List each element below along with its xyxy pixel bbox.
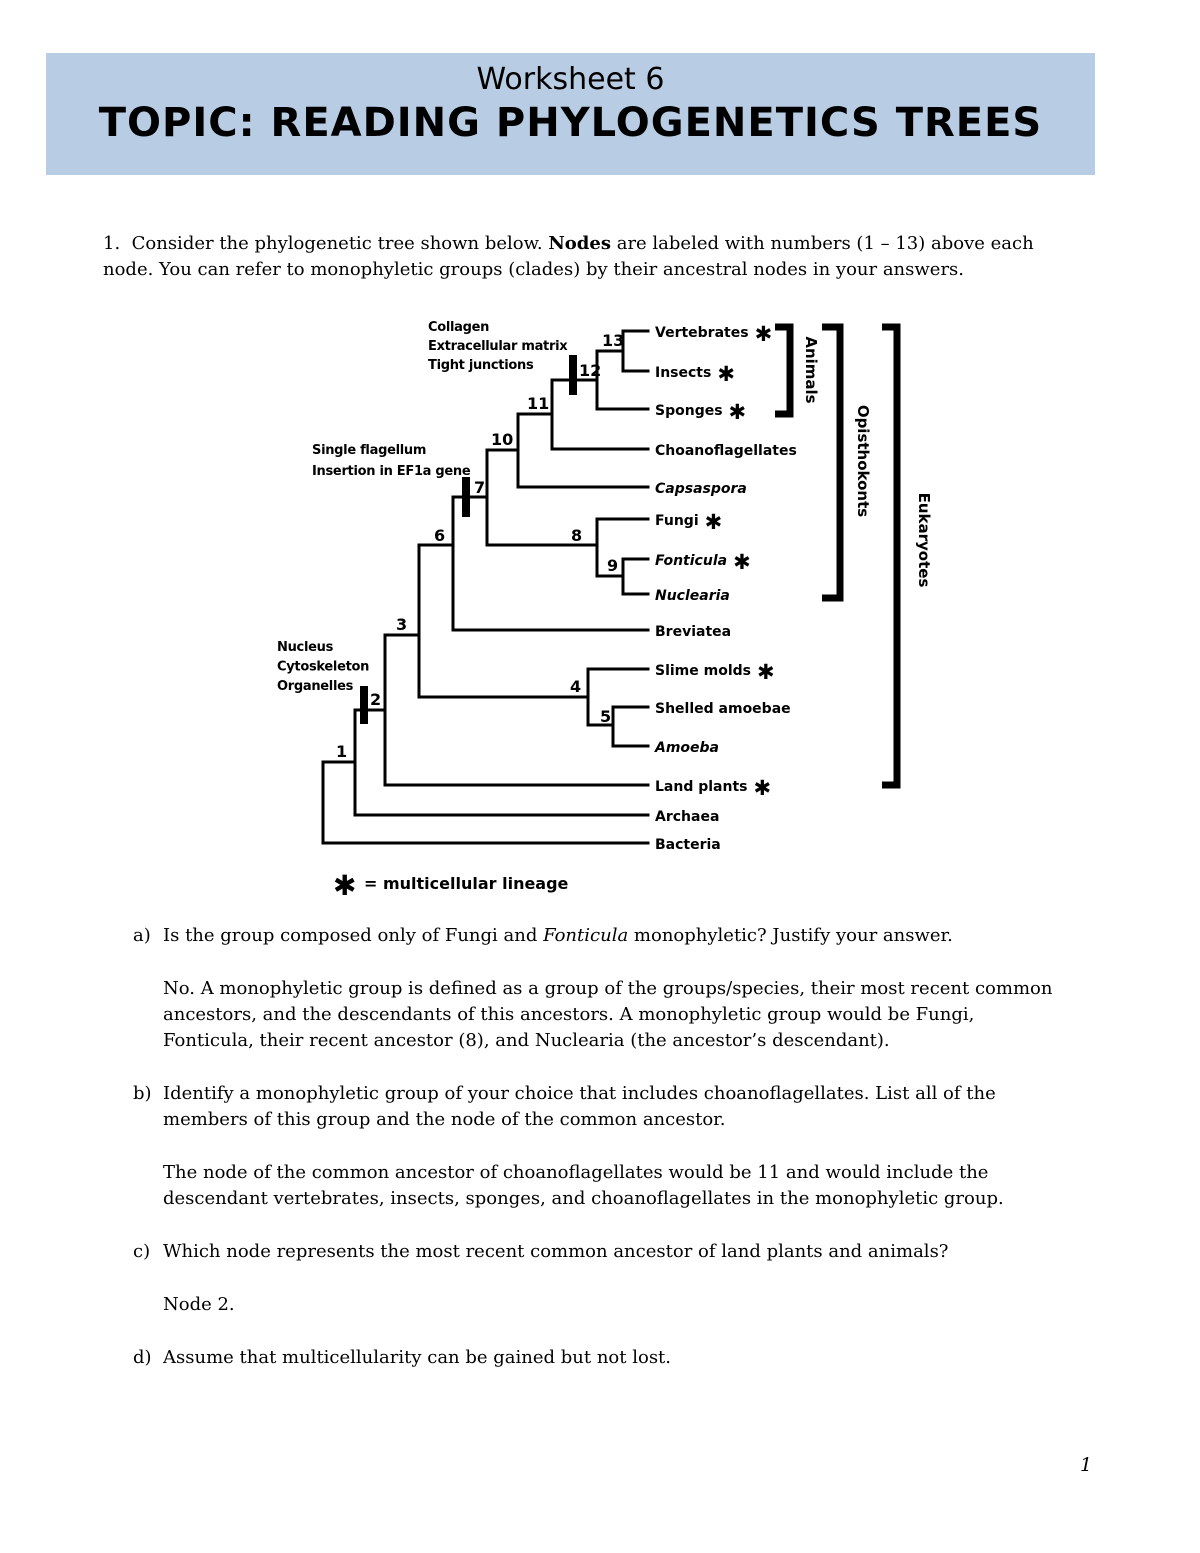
text-run: ancestors, and the descendants of this a… xyxy=(163,1004,975,1025)
trait-label-collagen: Tight junctions xyxy=(428,358,534,373)
text-run: monophyletic? Justify your answer. xyxy=(628,925,953,946)
taxon-label-sponges: Sponges✱ xyxy=(655,400,746,424)
trait-label-nucleus: Cytoskeleton xyxy=(277,660,369,675)
text-run: Nodes xyxy=(548,233,611,254)
node-label-6: 6 xyxy=(434,526,445,545)
trait-label-nucleus: Organelles xyxy=(277,679,354,694)
clade-label-eukaryotes: Eukaryotes xyxy=(915,493,933,588)
multicellular-star-icon: ✱ xyxy=(755,322,773,346)
trait-label-nucleus: Nucleus xyxy=(277,640,334,655)
answer-indent xyxy=(133,976,163,1054)
node-label-5: 5 xyxy=(600,707,611,726)
answer-b: The node of the common ancestor of choan… xyxy=(133,1160,1143,1212)
text-run: Identify a monophyletic group of your ch… xyxy=(163,1083,996,1104)
question-a: a) Is the group composed only of Fungi an… xyxy=(133,923,1143,949)
node-label-4: 4 xyxy=(570,677,581,696)
header-banner: Worksheet 6 TOPIC: READING PHYLOGENETICS… xyxy=(46,53,1095,175)
text-run: node. You can refer to monophyletic grou… xyxy=(103,259,965,280)
taxon-label-land-plants: Land plants✱ xyxy=(655,776,771,800)
node-label-1: 1 xyxy=(336,742,347,761)
question-text-c: Which node represents the most recent co… xyxy=(163,1239,1143,1265)
taxon-label-shelled-amoebae: Shelled amoebae xyxy=(655,701,791,717)
multicellular-star-icon: ✱ xyxy=(754,776,772,800)
bar-node-2-trait-bar-icon xyxy=(360,686,368,724)
text-run: Node 2. xyxy=(163,1294,235,1315)
question-text-a: Is the group composed only of Fungi and … xyxy=(163,923,1143,949)
taxon-label-bacteria: Bacteria xyxy=(655,837,721,853)
legend-text: = multicellular lineage xyxy=(364,874,569,893)
clade-bracket-opisthokonts xyxy=(822,323,844,602)
question-letter-a: a) xyxy=(133,925,151,946)
text-run: Fonticula, their recent ancestor (8), an… xyxy=(163,1030,890,1051)
answer-c: Node 2. xyxy=(133,1292,1143,1318)
node-label-11: 11 xyxy=(527,394,549,413)
text-run: 1. Consider the phylogenetic tree shown … xyxy=(103,233,549,254)
question-1-intro: 1. Consider the phylogenetic tree shown … xyxy=(103,231,1088,283)
taxon-label-nuclearia: Nuclearia xyxy=(655,588,730,604)
taxon-label-fonticula: Fonticula✱ xyxy=(655,550,751,574)
multicellular-star-icon: ✱ xyxy=(705,510,723,534)
multicellular-star-icon: ✱ xyxy=(717,362,735,386)
questions-list: a) Is the group composed only of Fungi an… xyxy=(133,923,1143,1398)
taxon-label-slime-molds: Slime molds✱ xyxy=(655,660,775,684)
text-run: members of this group and the node of th… xyxy=(163,1109,726,1130)
taxon-label-insects: Insects✱ xyxy=(655,362,735,386)
clade-label-animals: Animals xyxy=(802,336,820,403)
clade-bracket-animals xyxy=(775,323,794,418)
page-number: 1 xyxy=(1080,1454,1093,1476)
answer-text-b: The node of the common ancestor of choan… xyxy=(163,1160,1143,1212)
trait-label-collagen: Collagen xyxy=(428,320,489,335)
question-letter-d: d) xyxy=(133,1347,152,1368)
node-label-2: 2 xyxy=(370,690,381,709)
question-d: d) Assume that multicellularity can be ga… xyxy=(133,1345,1143,1371)
answer-indent xyxy=(133,1292,163,1318)
node-label-7: 7 xyxy=(474,478,485,497)
text-run: Which node represents the most recent co… xyxy=(163,1241,949,1262)
text-run: Assume that multicellularity can be gain… xyxy=(163,1347,672,1368)
node-label-3: 3 xyxy=(396,615,407,634)
answer-a: No. A monophyletic group is defined as a… xyxy=(133,976,1143,1054)
question-c: c) Which node represents the most recent … xyxy=(133,1239,1143,1265)
node-label-9: 9 xyxy=(607,556,618,575)
bar-node-7-trait-bar-icon xyxy=(462,477,470,517)
question-letter-b: b) xyxy=(133,1083,152,1104)
taxon-label-choanoflagellates: Choanoflagellates xyxy=(655,443,797,459)
taxon-label-capsaspora: Capsaspora xyxy=(655,481,747,497)
node-label-13: 13 xyxy=(602,331,624,350)
node-label-10: 10 xyxy=(491,430,513,449)
bar-node-12-trait-bar-icon xyxy=(569,355,577,395)
taxon-label-amoeba: Amoeba xyxy=(654,740,719,756)
taxon-label-archaea: Archaea xyxy=(655,809,719,825)
trait-label-collagen: Extracellular matrix xyxy=(428,339,568,354)
text-run: Fonticula xyxy=(543,925,629,946)
taxon-label-breviatea: Breviatea xyxy=(655,624,731,640)
text-run: No. A monophyletic group is defined as a… xyxy=(163,978,1053,999)
text-run: The node of the common ancestor of choan… xyxy=(163,1162,989,1183)
node-label-12: 12 xyxy=(579,361,601,380)
question-text-b: Identify a monophyletic group of your ch… xyxy=(163,1081,1143,1133)
text-run: descendant vertebrates, insects, sponges… xyxy=(163,1188,1004,1209)
clade-label-opisthokonts: Opisthokonts xyxy=(854,405,872,517)
node-label-8: 8 xyxy=(571,526,582,545)
taxon-label-vertebrates: Vertebrates✱ xyxy=(655,322,772,346)
multicellular-star-icon: ✱ xyxy=(733,550,751,574)
taxon-label-fungi: Fungi✱ xyxy=(655,510,722,534)
multicellular-star-icon: ✱ xyxy=(729,400,747,424)
worksheet-number: Worksheet 6 xyxy=(476,62,665,97)
question-letter-c: c) xyxy=(133,1241,151,1262)
multicellular-star-icon: ✱ xyxy=(757,660,775,684)
answer-text-c: Node 2. xyxy=(163,1292,1143,1318)
trait-label-flagellum: Insertion in EF1a gene xyxy=(312,464,471,479)
answer-indent xyxy=(133,1160,163,1212)
clade-bracket-eukaryotes xyxy=(882,323,901,789)
text-run: are labeled with numbers (1 – 13) above … xyxy=(610,233,1034,254)
trait-label-flagellum: Single flagellum xyxy=(312,443,426,458)
question-b: b) Identify a monophyletic group of your … xyxy=(133,1081,1143,1133)
question-text-d: Assume that multicellularity can be gain… xyxy=(163,1345,1143,1371)
text-run: Is the group composed only of Fungi and xyxy=(163,925,544,946)
legend-star-icon: ✱ xyxy=(333,869,356,902)
answer-text-a: No. A monophyletic group is defined as a… xyxy=(163,976,1143,1054)
page-title: TOPIC: READING PHYLOGENETICS TREES xyxy=(98,100,1043,146)
